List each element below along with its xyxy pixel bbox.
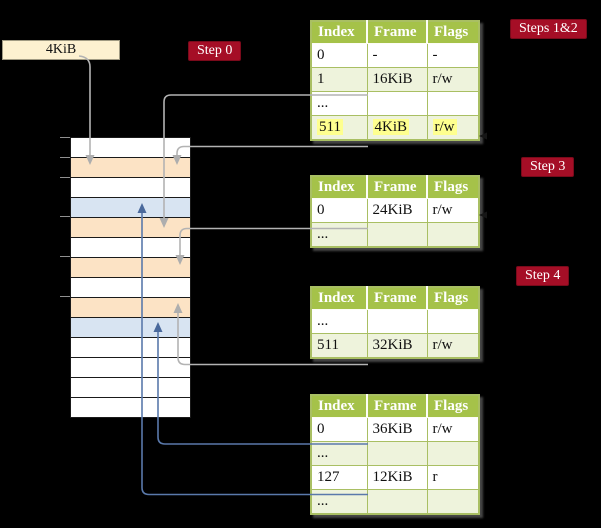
memory-tick <box>60 296 70 297</box>
memory-row-white <box>71 398 190 417</box>
column-header-index: Index <box>311 395 368 418</box>
table-cell: 12KiB <box>366 465 428 490</box>
step-label-1-2: Steps 1&2 <box>510 19 587 39</box>
table-cell <box>426 309 480 334</box>
column-header-frame: Frame <box>367 21 428 44</box>
arrow-pt1-511-to-frame1 <box>176 145 368 155</box>
memory-tick <box>60 177 70 178</box>
table-cell: 24KiB <box>366 198 428 223</box>
table-cell <box>426 222 480 247</box>
column-header-index: Index <box>311 176 368 199</box>
page-size-label: 4KiB <box>2 40 120 60</box>
step-label-0: Step 0 <box>188 41 242 61</box>
memory-row-orange <box>71 158 190 178</box>
table-cell <box>426 91 480 116</box>
table-cell: ... <box>310 91 368 116</box>
step-label-3: Step 3 <box>521 157 575 177</box>
table-cell: 16KiB <box>366 67 428 92</box>
table-row: 0-- <box>310 43 480 68</box>
table-cell: 4KiB <box>366 115 428 140</box>
table-row: ... <box>310 91 480 116</box>
table-cell: 0 <box>310 417 368 442</box>
memory-row-white <box>71 358 190 378</box>
highlighted-value: 511 <box>317 118 343 135</box>
table-row: ... <box>310 309 480 334</box>
step-label-4: Step 4 <box>516 266 570 286</box>
column-header-frame: Frame <box>367 287 428 310</box>
table-cell: ... <box>310 489 368 514</box>
table-cell: 36KiB <box>366 417 428 442</box>
table-row: ... <box>310 489 480 514</box>
table-cell: 511 <box>310 333 368 358</box>
table-cell: ... <box>310 441 368 466</box>
arrow-fragment <box>479 132 487 140</box>
column-header-frame: Frame <box>367 395 428 418</box>
highlighted-value: r/w <box>432 118 457 135</box>
memory-row-blue <box>71 318 190 338</box>
column-header-index: Index <box>311 287 368 310</box>
table-cell: - <box>426 43 480 68</box>
memory-row-white <box>71 138 190 158</box>
table-cell: r <box>426 465 480 490</box>
table-row: ... <box>310 222 480 247</box>
table-cell: 32KiB <box>366 333 428 358</box>
memory-row-orange <box>71 298 190 318</box>
table-cell: r/w <box>426 115 480 140</box>
table-cell: r/w <box>426 198 480 223</box>
table-cell: 1 <box>310 67 368 92</box>
table-cell: r/w <box>426 67 480 92</box>
table-cell: 127 <box>310 465 368 490</box>
memory-tick <box>60 137 70 138</box>
memory-tick <box>60 157 70 158</box>
memory-row-white <box>71 238 190 258</box>
memory-tick <box>60 216 70 217</box>
table-cell <box>366 222 428 247</box>
table-cell <box>366 91 428 116</box>
column-header-flags: Flags <box>427 395 479 418</box>
table-cell <box>366 309 428 334</box>
table-cell: - <box>366 43 428 68</box>
memory-row-blue <box>71 198 190 218</box>
table-cell: r/w <box>426 417 480 442</box>
highlighted-value: 4KiB <box>372 118 410 135</box>
column-header-flags: Flags <box>427 176 479 199</box>
column-header-frame: Frame <box>367 176 428 199</box>
table-row: ... <box>310 441 480 466</box>
table-cell <box>366 489 428 514</box>
memory-row-orange <box>71 218 190 238</box>
table-cell: 0 <box>310 43 368 68</box>
table-cell <box>366 441 428 466</box>
table-cell: r/w <box>426 333 480 358</box>
column-header-index: Index <box>311 21 368 44</box>
memory-row-white <box>71 278 190 298</box>
table-cell: ... <box>310 222 368 247</box>
memory-tick <box>60 256 70 257</box>
table-cell: ... <box>310 309 368 334</box>
table-cell <box>426 489 480 514</box>
table-cell <box>426 441 480 466</box>
memory-row-white <box>71 338 190 358</box>
memory-row-white <box>71 178 190 198</box>
column-header-flags: Flags <box>427 21 479 44</box>
memory-row-orange <box>71 258 190 278</box>
arrow-fragment <box>479 211 487 219</box>
physical-memory-column <box>70 137 191 418</box>
table-row: 511 4KiB r/w <box>310 115 480 140</box>
column-header-flags: Flags <box>427 287 479 310</box>
table-cell: 0 <box>310 198 368 223</box>
table-cell: 511 <box>310 115 368 140</box>
memory-row-white <box>71 378 190 398</box>
